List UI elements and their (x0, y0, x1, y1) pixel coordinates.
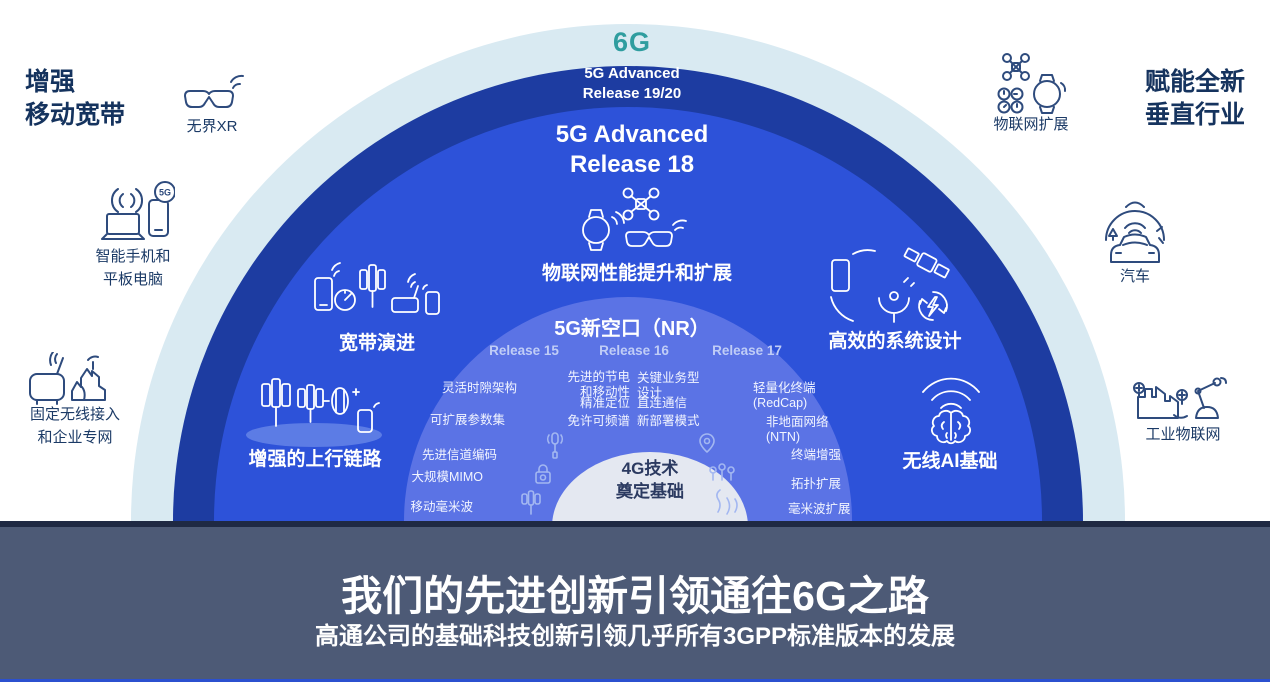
wave-signal-icon (716, 489, 738, 515)
left-heading: 增强 移动宽带 (25, 68, 126, 129)
left-item-label-fixed-wireless: 固定无线接入 和企业专网 (29, 406, 121, 446)
release-17-item: 拓扑扩展 (791, 477, 842, 491)
release-16-item: 先进的节电 和移动性 (567, 370, 630, 399)
location-pin-icon (699, 433, 715, 453)
release-15-item: 先进信道编码 (421, 448, 497, 462)
release-15-item: 可扩展参数集 (429, 413, 505, 427)
left-item-label-smartphones: 智能手机和 平板电脑 (95, 248, 171, 288)
broadband-evolution-icon (314, 262, 440, 315)
laptop-phone-icon: 5G (101, 181, 175, 240)
release-15-item: 灵活时隙架构 (441, 381, 517, 395)
release-16-item: 关键业务型 设计 (637, 371, 700, 400)
footer-title: 我们的先进创新引领通往6G之路 (341, 573, 929, 619)
feature-label-broadband: 宽带演进 (338, 333, 416, 354)
sensor-nodes-icon (709, 463, 735, 481)
release-16-item: 直连通信 (637, 396, 688, 410)
system-design-icon (830, 247, 950, 323)
right-item-label-iot-expansion: 物联网扩展 (993, 116, 1069, 133)
release-16-item: 免许可频谱 (567, 414, 630, 428)
release-17-item: 非地面网络 (NTN) (766, 415, 829, 444)
phone-5g-badge: 5G (159, 188, 171, 198)
uplink-shadow-ellipse (246, 423, 382, 447)
iot-watch-drone-glasses-icon (582, 187, 687, 251)
release-15-header: Release 15 (489, 343, 559, 358)
xr-glasses-icon (184, 74, 244, 108)
release-15-item: 移动毫米波 (410, 500, 473, 514)
footer-divider (0, 521, 1270, 527)
release-15-item: 大规模MIMO (411, 470, 483, 484)
right-item-label-industrial-iot: 工业物联网 (1145, 426, 1221, 443)
label-6g: 6G (612, 27, 652, 57)
label-release-19-20: 5G Advanced Release 19/20 (582, 65, 682, 102)
label-release-18: 5G Advanced Release 18 (555, 121, 709, 178)
release-17-item: 轻量化终端 (RedCap) (753, 381, 816, 410)
release-16-item: 新部署模式 (637, 414, 700, 428)
iot-expansion-icon (997, 53, 1067, 114)
speed-gun-icon (546, 432, 564, 459)
right-item-label-automotive: 汽车 (1119, 268, 1151, 285)
release-16-item: 精准定位 (579, 396, 630, 410)
release-17-header: Release 17 (712, 343, 782, 358)
label-4g-core: 4G技术 奠定基础 (616, 459, 684, 501)
release-17-item: 终端增强 (791, 448, 842, 462)
footer-subtitle: 高通公司的基础科技创新引领几乎所有3GPP标准版本的发展 (314, 623, 956, 650)
feature-label-uplink: 增强的上行链路 (248, 449, 382, 470)
label-nr-title: 5G新空口（NR） (554, 318, 710, 340)
label-iot-banner: 物联网性能提升和扩展 (541, 263, 733, 284)
left-item-label-xr: 无界XR (186, 118, 238, 135)
right-heading: 赋能全新 垂直行业 (1144, 68, 1245, 129)
footer-accent-strip (0, 679, 1270, 682)
release-16-header: Release 16 (599, 343, 669, 358)
car-icon (1105, 201, 1165, 263)
feature-label-system-design: 高效的系统设计 (828, 331, 962, 352)
wireless-ai-icon (922, 377, 980, 445)
uplink-enhancement-icon (261, 378, 380, 433)
fixed-wireless-icon (29, 352, 106, 405)
lock-icon (535, 464, 551, 484)
footer-band (0, 527, 1270, 679)
feature-label-wireless-ai: 无线AI基础 (902, 451, 998, 472)
release-17-item: 毫米波扩展 (788, 502, 851, 516)
industrial-iot-icon (1133, 377, 1227, 419)
antenna-tower-icon (521, 490, 541, 515)
